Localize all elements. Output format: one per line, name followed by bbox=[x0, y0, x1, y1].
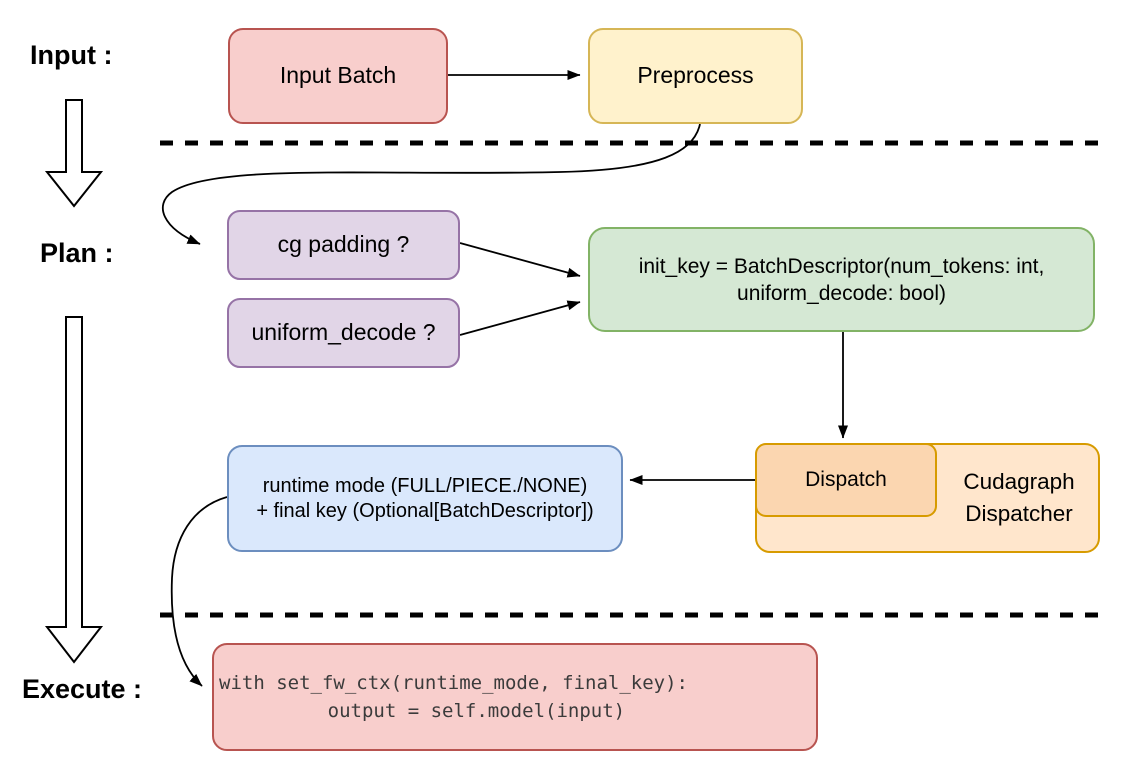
uniform-decode-node: uniform_decode ? bbox=[227, 298, 460, 368]
uniform-decode-label: uniform_decode ? bbox=[251, 319, 436, 346]
stage-label-execute: Execute : bbox=[22, 674, 143, 704]
execute-code-line1: with set_fw_ctx(runtime_mode, final_key)… bbox=[219, 672, 688, 694]
runtime-mode-line1: runtime mode (FULL/PIECE./NONE) bbox=[262, 474, 588, 497]
execute-code-block: with set_fw_ctx(runtime_mode, final_key)… bbox=[214, 669, 688, 725]
arrow-cg-padding-to-init-key bbox=[459, 242, 581, 278]
dispatch-label: Dispatch bbox=[805, 468, 887, 492]
runtime-mode-line2: + final key (Optional[BatchDescriptor]) bbox=[256, 499, 594, 522]
input-batch-node: Input Batch bbox=[228, 28, 448, 124]
runtime-mode-node: runtime mode (FULL/PIECE./NONE) + final … bbox=[227, 445, 623, 552]
stage-label-input: Input : bbox=[30, 40, 113, 70]
hollow-arrow-input-to-plan bbox=[44, 99, 104, 208]
cg-padding-label: cg padding ? bbox=[277, 231, 410, 258]
cg-padding-node: cg padding ? bbox=[227, 210, 460, 280]
stage-label-plan: Plan : bbox=[40, 238, 114, 268]
arrow-uniform-decode-to-init-key bbox=[459, 300, 581, 336]
preprocess-node: Preprocess bbox=[588, 28, 803, 124]
init-key-node: init_key = BatchDescriptor(num_tokens: i… bbox=[588, 227, 1095, 332]
cudagraph-dispatcher-label: Cudagraph Dispatcher bbox=[963, 469, 1075, 526]
dispatch-node: Dispatch bbox=[755, 443, 937, 517]
execute-code-node: with set_fw_ctx(runtime_mode, final_key)… bbox=[212, 643, 818, 751]
execute-code-line2: output = self.model(input) bbox=[281, 700, 626, 722]
init-key-line1: init_key = BatchDescriptor(num_tokens: i… bbox=[638, 254, 1045, 278]
input-batch-label: Input Batch bbox=[279, 62, 397, 89]
hollow-arrow-plan-to-execute bbox=[44, 316, 104, 664]
init-key-line2: uniform_decode: bool) bbox=[737, 281, 946, 305]
preprocess-label: Preprocess bbox=[637, 62, 754, 89]
